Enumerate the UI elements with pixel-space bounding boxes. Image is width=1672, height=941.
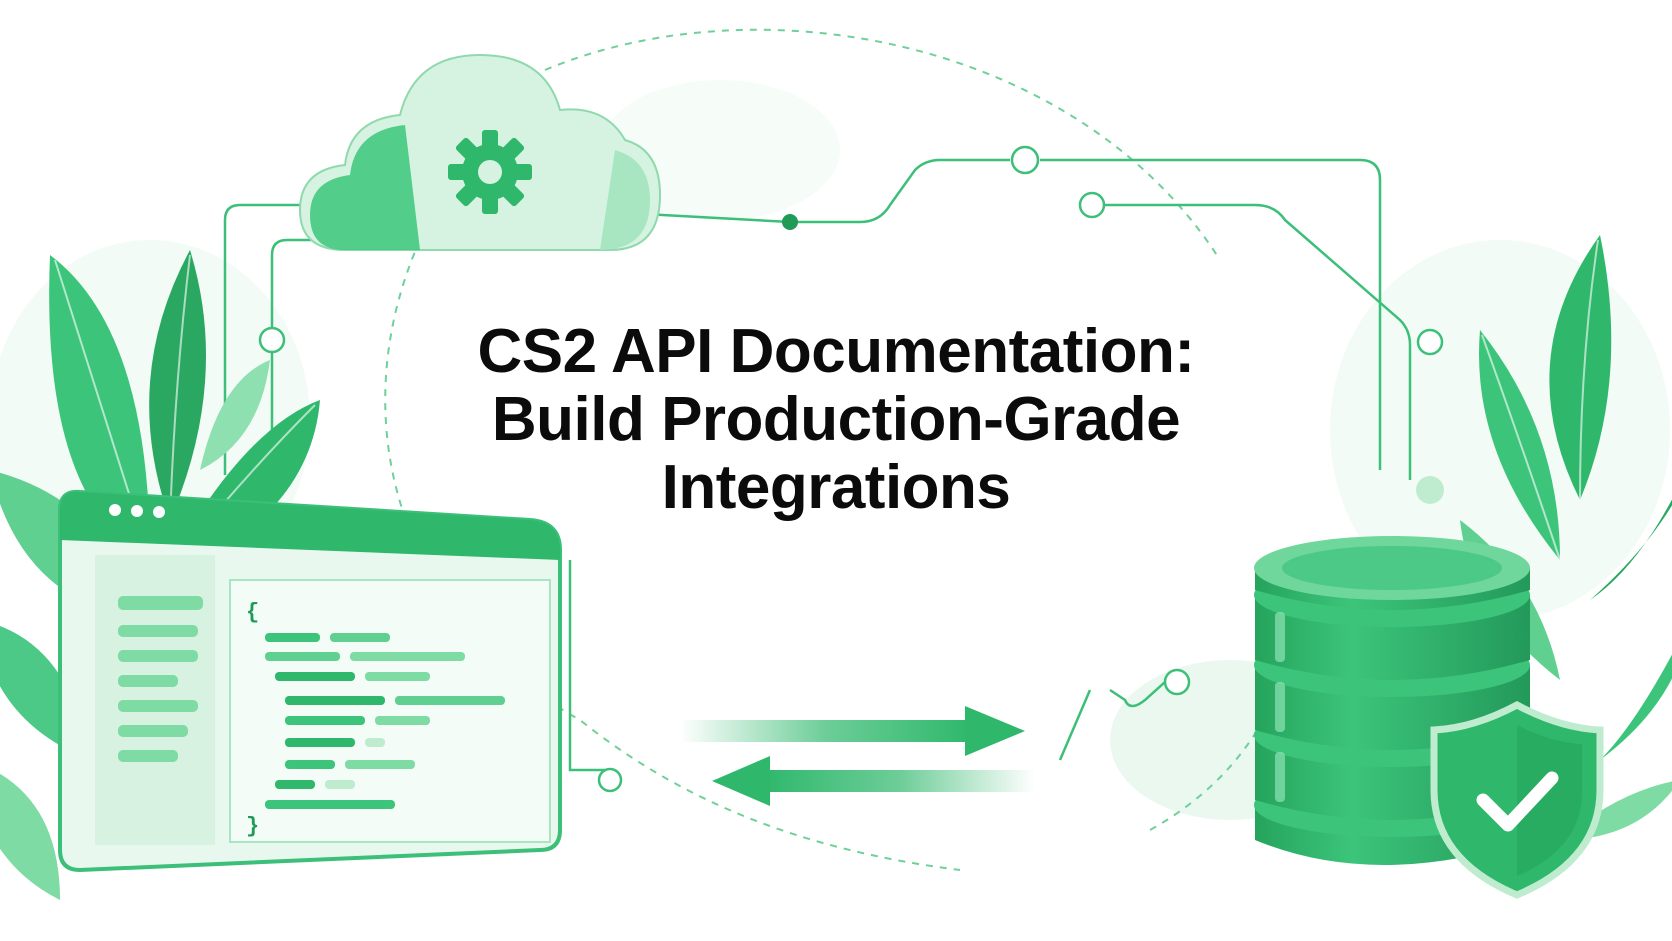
circuit-lines	[223, 158, 1412, 772]
leaf-veins-right	[1481, 239, 1599, 561]
arrow-left-icon	[712, 756, 1035, 806]
title-line-2: Build Production-Grade	[491, 385, 1181, 454]
title-line-3: Integrations	[661, 453, 1011, 522]
database-icon	[1254, 536, 1530, 865]
circuit-nodes	[258, 145, 1444, 793]
code-close-brace: }	[246, 814, 259, 839]
sidebar-lines	[118, 596, 203, 762]
arrow-right-icon	[680, 706, 1025, 756]
circuit-dot-right	[1416, 476, 1444, 504]
circuit-dot	[782, 214, 798, 230]
title-line-1: CS2 API Documentation:	[477, 317, 1196, 386]
gear-icon	[448, 130, 532, 214]
shield-check-icon	[1430, 701, 1604, 899]
code-open-brace: {	[246, 600, 259, 625]
code-lines	[265, 633, 505, 809]
page-title: CS2 API Documentation: Build Production-…	[300, 318, 1372, 522]
